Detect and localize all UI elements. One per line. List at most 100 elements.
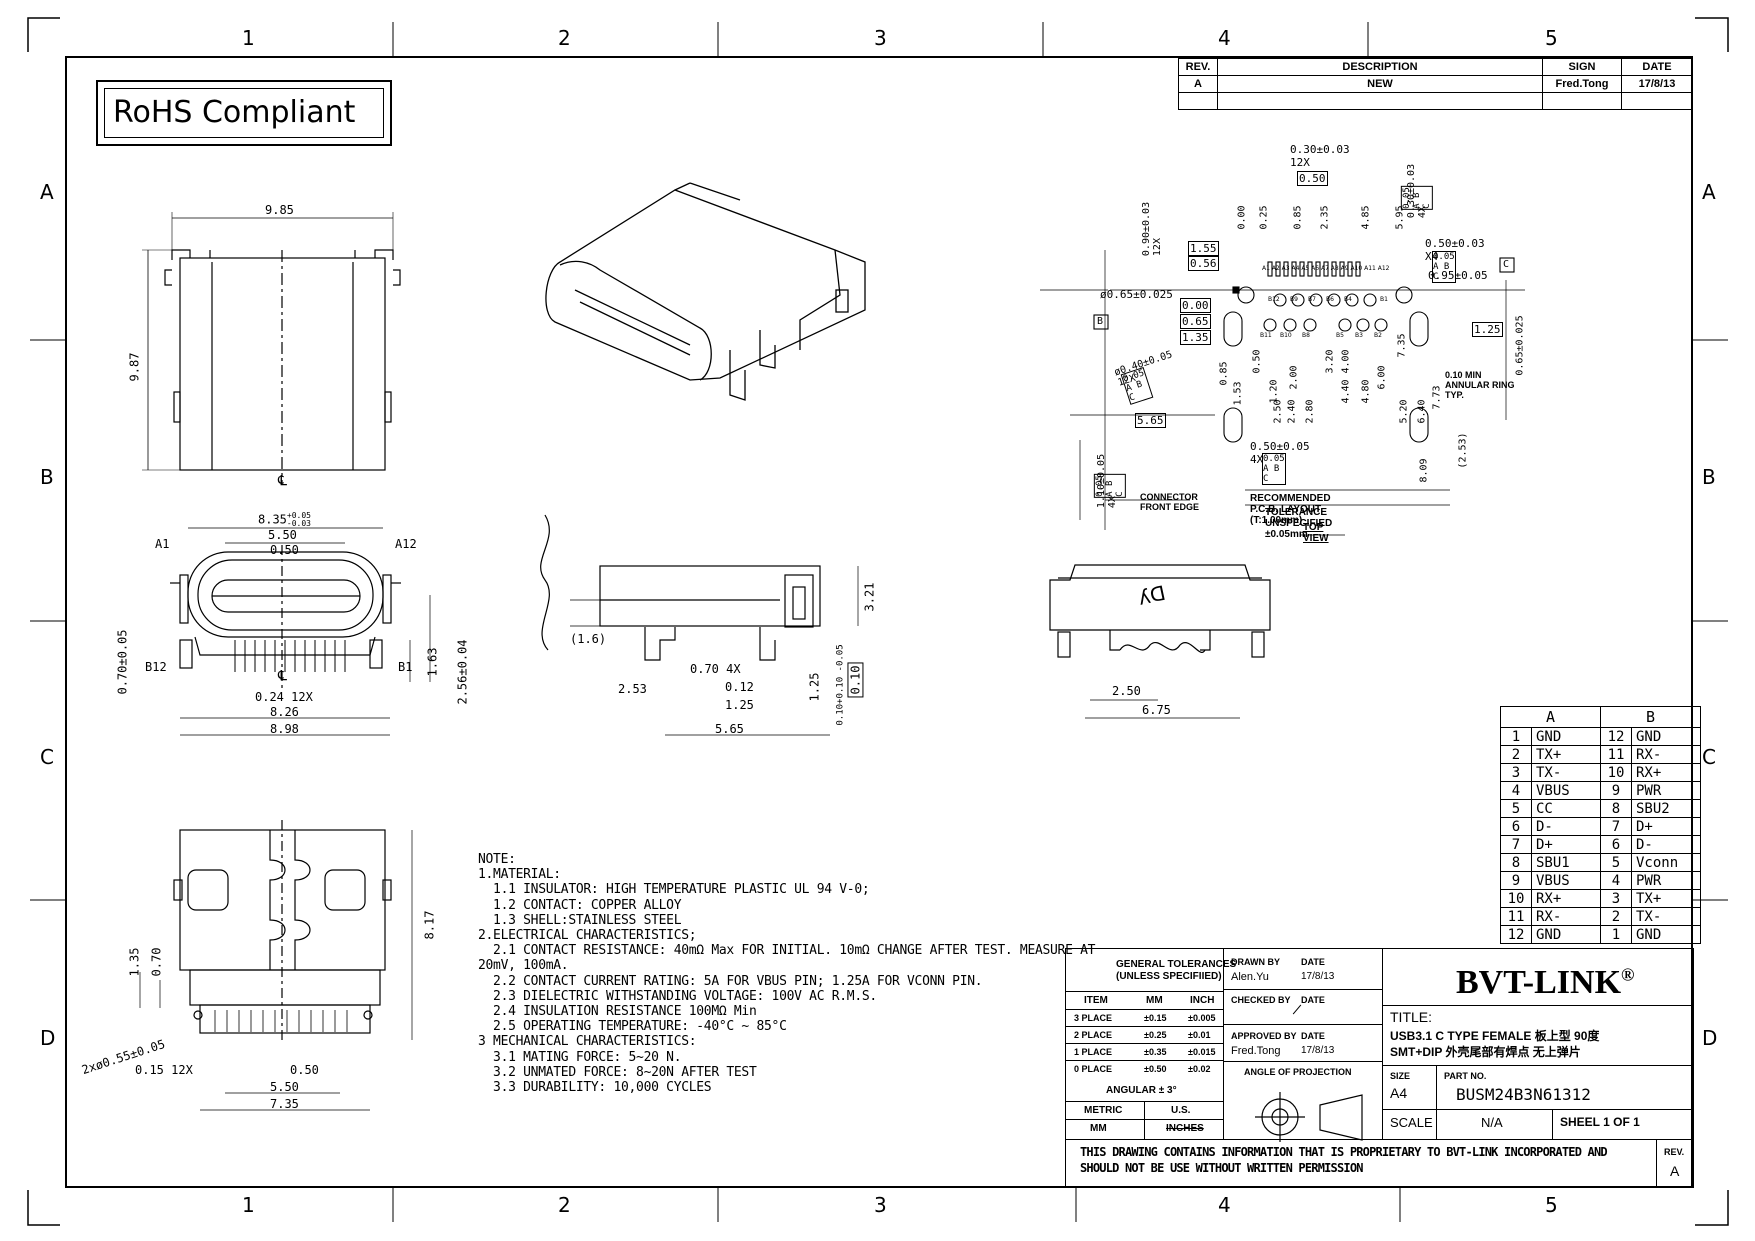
pcb-dim-33: 4.40 [1340, 379, 1352, 404]
tol-inch: ±0.02 [1188, 1064, 1211, 1074]
tb-metric: METRIC [1084, 1105, 1123, 1116]
zone-row-a: A [40, 180, 54, 204]
tb-unit-inches: INCHES [1166, 1123, 1204, 1134]
pin-col-b-header: B [1600, 706, 1701, 728]
pin-signal: GND [1631, 925, 1701, 944]
dim-front-inner: 5.50 [268, 528, 297, 542]
pcb-dim-47: 8.09 [1418, 458, 1430, 483]
pin-number: 5 [1600, 853, 1632, 872]
zone-col-1-bottom: 1 [242, 1193, 255, 1217]
dim-front-right-v1: 1.63 [425, 647, 440, 677]
pin-signal: CC [1531, 799, 1601, 818]
pin-signal: D- [1631, 835, 1701, 854]
pcb-dim-1: 0.30±0.03 12X [1290, 143, 1350, 169]
pin-number: 6 [1600, 835, 1632, 854]
tol-row-line [1066, 1043, 1223, 1044]
pcb-dim-14: 0.50±0.03 X4 [1425, 237, 1485, 263]
dim-side-125b: 1.25 [807, 672, 822, 702]
revision-table: REV. DESCRIPTION SIGN DATE A NEW Fred.To… [1178, 58, 1693, 110]
rev-value: A [1178, 75, 1218, 93]
description-empty [1217, 92, 1543, 110]
pin-col-a-header: A [1500, 706, 1601, 728]
dim-top-width: 9.85 [265, 203, 294, 217]
pcb-dim-18: 0.00 [1180, 298, 1211, 313]
corner-tl [27, 17, 60, 52]
dim-front-overall-tol: +0.05-0.03 [286, 511, 311, 528]
tb-approved-date: 17/8/13 [1301, 1045, 1335, 1056]
pin-number: 7 [1500, 835, 1532, 854]
zone-row-c-right: C [1702, 745, 1716, 769]
pcb-dim-26: 1.53 [1232, 381, 1244, 406]
sign-header: SIGN [1542, 58, 1622, 76]
dim-front-overall: 8.35+0.05-0.03 [258, 512, 311, 528]
zone-col-2: 2 [558, 26, 571, 50]
pcb-dim-17: ø0.65±0.025 [1100, 288, 1173, 301]
zone-row-c: C [40, 745, 54, 769]
dim-side-16: (1.6) [570, 632, 607, 646]
tb-angular: ANGULAR ± 3° [1106, 1085, 1177, 1096]
dim-bottom-050: 0.50 [290, 1063, 319, 1077]
label-a1: A1 [155, 537, 170, 551]
rev-empty [1178, 92, 1218, 110]
pcb-dim-19: 0.65 [1180, 314, 1211, 329]
pcb-tolerance: TOLERANCE UNSPECIFIED ±0.05mm [1265, 507, 1333, 540]
pcb-dim-9: 0.25 [1258, 205, 1270, 230]
pcb-dim-4: 0.05 A B C [1400, 186, 1433, 210]
dim-front-overall-value: 8.35 [258, 512, 287, 527]
pin-number: 10 [1500, 889, 1532, 908]
pcb-dim-12: 4.85 [1360, 205, 1372, 230]
dim-front-pitch: 0.50 [270, 543, 299, 557]
sign-empty [1542, 92, 1622, 110]
pin-signal: GND [1531, 727, 1601, 746]
pin-signal: D+ [1531, 835, 1601, 854]
dim-side-565: 5.65 [715, 722, 744, 736]
note-line: 3.3 DURABILITY: 10,000 CYCLES [478, 1080, 712, 1096]
tb-general-tol: GENERAL TOLERANCES [1116, 959, 1237, 970]
pcb-dim-35: 2.50 [1272, 399, 1284, 424]
zone-col-4-bottom: 4 [1218, 1193, 1231, 1217]
pcb-dim-40: 6.40 [1416, 399, 1428, 424]
pcb-dim-7: 0.56 [1188, 256, 1219, 271]
zone-col-4: 4 [1218, 26, 1231, 50]
tb-item: ITEM [1084, 995, 1108, 1006]
side-view [540, 514, 859, 736]
pcb-dim-29: 2.00 [1288, 365, 1300, 390]
pin-signal: TX- [1531, 763, 1601, 782]
pcb-dim-38: 7.35 [1396, 333, 1408, 358]
pcb-pin-label-b10: B10 [1280, 332, 1292, 339]
description-header: DESCRIPTION [1217, 58, 1543, 76]
description-value: NEW [1217, 75, 1543, 93]
front-view [170, 527, 431, 736]
zone-row-d-right: D [1702, 1026, 1718, 1050]
pcb-ring-note: 0.10 MIN ANNULAR RING TYP. [1445, 370, 1515, 400]
rev-header: REV. [1178, 58, 1218, 76]
dim-side-125a: 1.25 [725, 698, 754, 712]
tb-scale-label: SCALE [1390, 1115, 1433, 1130]
tb-checked-date-label: DATE [1301, 995, 1325, 1005]
pin-number: 12 [1600, 727, 1632, 746]
bottom-view [139, 820, 413, 1111]
dim-side-253: 2.53 [618, 682, 647, 696]
note-line: 2.4 INSULATION RESISTANCE 100MΩ Min [478, 1004, 757, 1020]
tol-inch: ±0.005 [1188, 1013, 1216, 1023]
pin-number: 2 [1600, 907, 1632, 926]
tb-checked-by-label: CHECKED BY [1231, 995, 1291, 1005]
tb-approved-by: Fred.Tong [1231, 1045, 1281, 1057]
pin-signal: TX+ [1531, 745, 1601, 764]
pcb-pin-label-b5: B5 [1336, 332, 1344, 339]
zone-col-2-bottom: 2 [558, 1193, 571, 1217]
note-line: 1.1 INSULATOR: HIGH TEMPERATURE PLASTIC … [478, 882, 870, 898]
tb-unless: (UNLESS SPECIFIIED) [1116, 971, 1222, 982]
pin-signal: SBU2 [1631, 799, 1701, 818]
tol-mm: ±0.15 [1144, 1013, 1167, 1023]
pcb-pin-label-b6: B6 [1326, 296, 1334, 303]
tb-title-line2: SMT+DIP 外壳尾部有焊点 无上弹片 [1390, 1045, 1581, 1059]
tb-inch: INCH [1190, 995, 1215, 1006]
dim-bottom-070: 0.70 [149, 947, 164, 977]
pin-number: 2 [1500, 745, 1532, 764]
pcb-dim-8: 0.00 [1236, 205, 1248, 230]
